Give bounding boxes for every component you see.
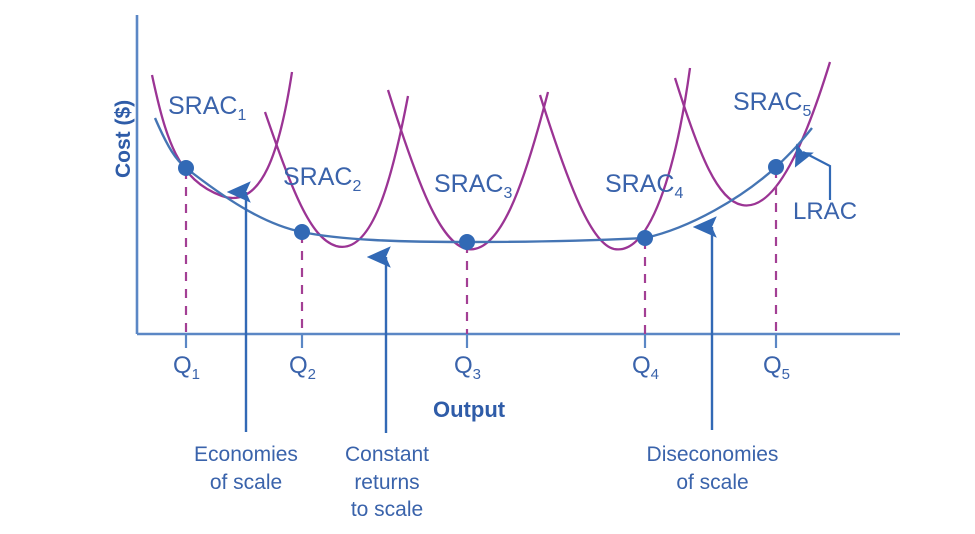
srac-5-curve <box>673 61 832 207</box>
srac-4-label: SRAC4 <box>605 170 684 202</box>
srac-1-label: SRAC1 <box>168 92 247 124</box>
tangency-point-q5 <box>768 159 784 175</box>
tangency-point-q1 <box>178 160 194 176</box>
x-tick-label-q4: Q4 <box>632 352 660 383</box>
lrac-leader <box>794 143 832 200</box>
drop-lines <box>184 169 778 334</box>
srac-5-label: SRAC5 <box>733 88 812 120</box>
constant-returns-note: Constant returns to scale <box>316 441 458 524</box>
economies-of-scale-line1: Economies <box>194 443 298 466</box>
y-axis-label: Cost ($) <box>112 99 135 178</box>
constant-returns-line2: returns <box>354 470 420 494</box>
tangency-point-q3 <box>459 234 475 250</box>
diseconomies-of-scale-line1: Diseconomies <box>646 443 779 466</box>
region-arrows <box>226 181 717 433</box>
srac-3-label: SRAC3 <box>434 170 513 202</box>
axes <box>135 15 900 336</box>
srac-4-curve <box>538 67 692 251</box>
constant-returns-line1: Constant <box>344 443 430 466</box>
x-axis-label: Output <box>433 397 506 422</box>
lrac-label: LRAC <box>793 198 858 225</box>
tangency-point-q2 <box>294 224 310 240</box>
srac-1-curve <box>150 71 294 200</box>
lrac-leader-path <box>794 143 832 200</box>
economies-of-scale-line2: of scale <box>209 470 283 494</box>
diseconomies-of-scale-note: Diseconomies of scale <box>620 441 805 496</box>
x-tick-label-q5: Q5 <box>763 352 791 383</box>
srac-2-label: SRAC2 <box>283 163 362 195</box>
x-ticks <box>184 334 778 348</box>
constant-returns-line3: to scale <box>350 498 424 522</box>
x-tick-label-q1: Q1 <box>173 352 201 383</box>
srac-curves <box>150 61 832 251</box>
x-tick-label-q2: Q2 <box>289 352 317 383</box>
tangency-points <box>178 159 784 250</box>
diseconomies-of-scale-line2: of scale <box>676 470 749 494</box>
tangency-point-q4 <box>637 230 653 246</box>
economies-of-scale-note: Economies of scale <box>166 441 326 496</box>
srac-2-curve <box>263 95 410 249</box>
x-tick-label-q3: Q3 <box>454 352 482 383</box>
